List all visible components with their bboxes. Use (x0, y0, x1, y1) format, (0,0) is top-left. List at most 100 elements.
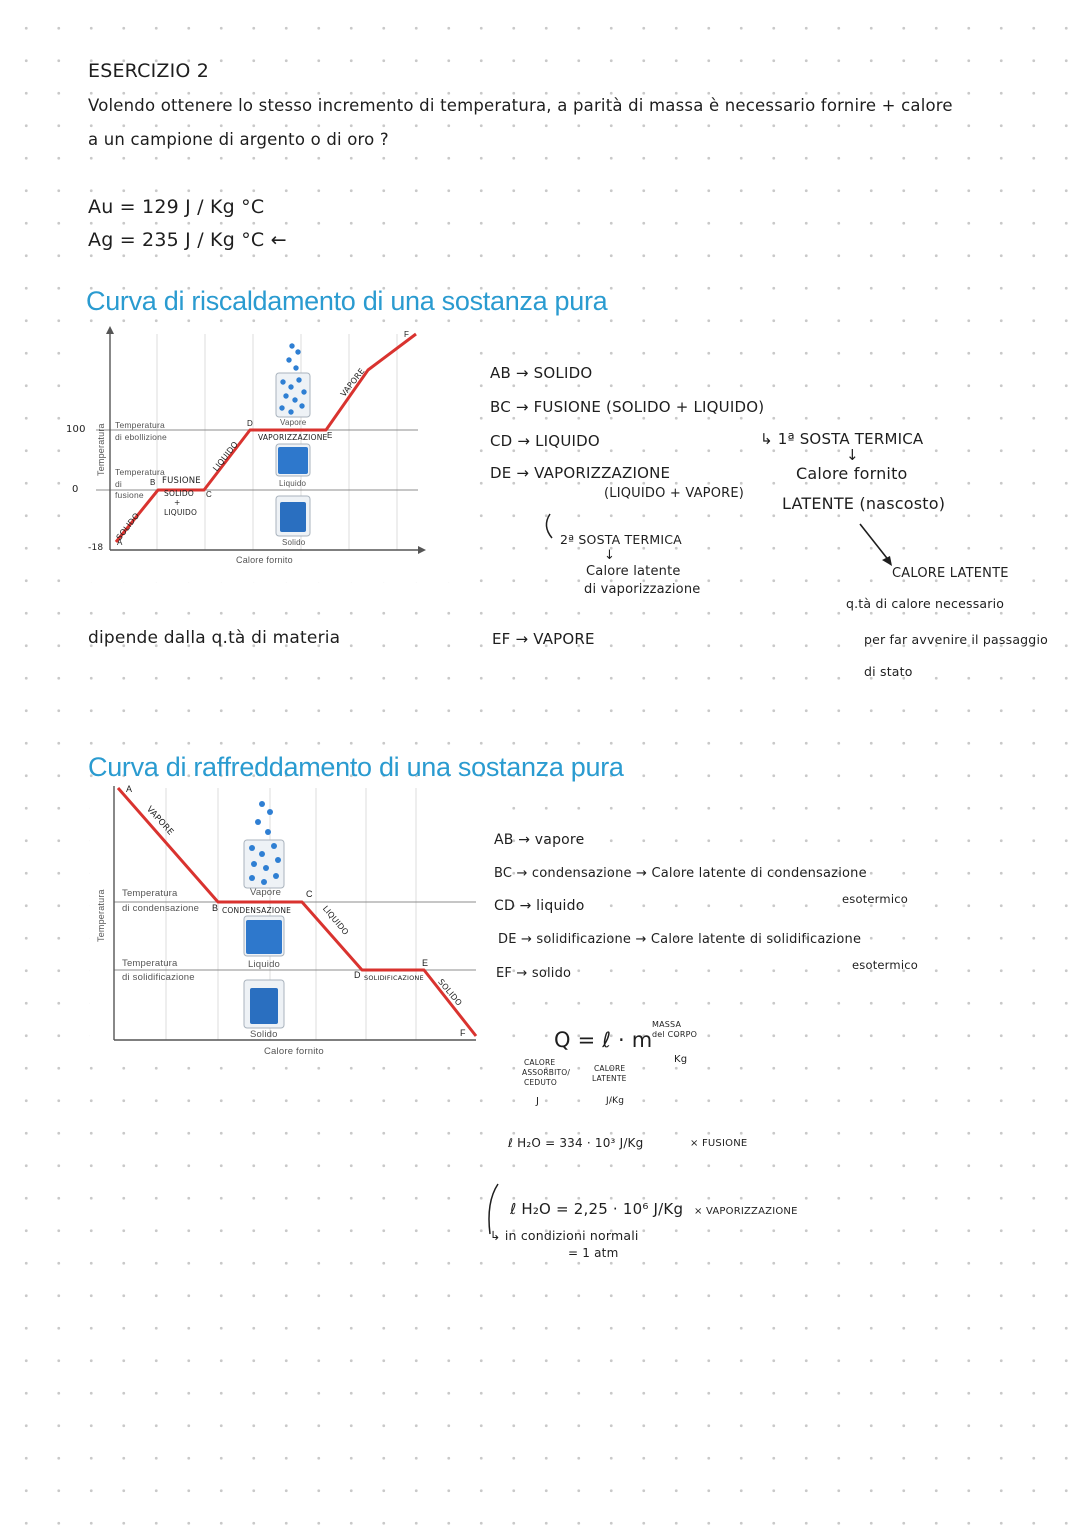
cooling-x-axis-label: Calore fornito (264, 1046, 324, 1057)
cooling-note-de-eso: esotermico (852, 958, 918, 972)
cooling-y-axis-label: Temperatura (96, 889, 106, 942)
cooling-point-f: F (460, 1028, 466, 1038)
cooling-note-ef: EF → solido (496, 966, 572, 981)
heating-melt-label-2: di (115, 479, 123, 489)
cooling-seg-condensazione: CONDENSAZIONE (222, 906, 292, 915)
heating-boil-label-2: di ebollizione (115, 432, 167, 442)
heating-seg-fusione-sub2: + (174, 498, 181, 507)
heating-note-latente: LATENTE (nascosto) (782, 494, 946, 513)
heating-x-axis-label: Calore fornito (236, 555, 293, 565)
exercise-question-line2: a un campione di argento o di oro ? (88, 130, 389, 149)
beaker-vapore-icon (275, 343, 311, 418)
heating-note-ab: AB → SOLIDO (490, 364, 593, 382)
formula-massa-1: MASSA (652, 1020, 682, 1029)
formula-vaporizzazione-value: ℓ H₂O = 2,25 · 10⁶ J/Kg (510, 1200, 684, 1218)
heating-seg-vaporizzazione: VAPORIZZAZIONE (258, 433, 328, 442)
heating-note-sosta2: 2ª SOSTA TERMICA (560, 532, 682, 547)
heating-note-qta-1: q.tà di calore necessario (846, 596, 1005, 611)
cooling-beaker-vapore-icon (243, 801, 285, 889)
heating-note-arrow2: ↓ (604, 548, 616, 563)
heating-beaker-liquido-label: Liquido (279, 479, 307, 488)
heating-note-qta-2: per far avvenire il passaggio (864, 632, 1048, 647)
cooling-curve-title: Curva di raffreddamento di una sostanza … (88, 752, 624, 782)
heating-point-c: C (206, 490, 212, 499)
heating-note-qta-3: di stato (864, 664, 913, 679)
heating-y-axis-label: Temperatura (96, 423, 106, 476)
formula-condizioni-2: = 1 atm (568, 1246, 619, 1260)
formula-main: Q = ℓ · m (554, 1028, 653, 1052)
heating-note-cd: CD → LIQUIDO (490, 432, 600, 450)
heating-note-diagonal-arrow (859, 523, 892, 566)
cooling-beaker-liquido-icon (243, 915, 285, 957)
cooling-beaker-liquido-label: Liquido (248, 959, 281, 970)
heating-note-dipende: dipende dalla q.tà di materia (88, 628, 341, 648)
cooling-note-de: DE → solidificazione → Calore latente di… (498, 932, 862, 947)
formula-j: J (536, 1096, 540, 1107)
cooling-point-c: C (306, 889, 313, 899)
beaker-solido-icon (275, 495, 311, 537)
cooling-note-bc-eso: esotermico (842, 892, 908, 906)
heating-tick-100: 100 (66, 424, 86, 435)
cooling-beaker-vapore-label: Vapore (250, 887, 282, 898)
heating-seg-fusione-sub1: SOLIDO (164, 489, 194, 498)
cooling-cond-label-1: Temperatura (122, 888, 178, 899)
cooling-sol-label-2: di solidificazione (122, 972, 195, 983)
heating-note-ef: EF → VAPORE (492, 630, 595, 648)
cooling-sol-label-1: Temperatura (122, 958, 178, 969)
cooling-point-b: B (212, 903, 219, 913)
heating-note-latente-vap-1: Calore latente (586, 564, 681, 579)
exercise-question-line1: Volendo ottenere lo stesso incremento di… (88, 96, 953, 115)
heating-note-bc: BC → FUSIONE (SOLIDO + LIQUIDO) (490, 398, 765, 416)
heating-point-f: F (404, 330, 410, 339)
formula-fusione-note: × FUSIONE (690, 1138, 748, 1149)
formula-latente-1: CALORE (594, 1064, 626, 1073)
silver-specific-heat: Ag = 235 J / Kg °C ← (88, 229, 287, 251)
cooling-point-a: A (126, 784, 133, 794)
heating-point-b: B (150, 478, 156, 487)
formula-calore-1: CALORE (524, 1058, 556, 1067)
heating-tick-minus18: -18 (88, 543, 104, 553)
formula-jkg: J/Kg (606, 1096, 625, 1106)
heating-point-d: D (247, 419, 253, 428)
cooling-point-d: D (354, 970, 361, 980)
cooling-beaker-solido-label: Solido (250, 1029, 278, 1040)
heating-boil-label-1: Temperatura (115, 420, 165, 430)
heating-point-a: A (117, 538, 123, 547)
formula-kg: Kg (674, 1054, 688, 1065)
cooling-cond-label-2: di condensazione (122, 903, 200, 914)
formula-condizioni-1: ↳ in condizioni normali (490, 1228, 639, 1243)
heating-beaker-vapore-label: Vapore (280, 418, 307, 427)
heating-note-de: DE → VAPORIZZAZIONE (490, 464, 671, 482)
heating-melt-label-1: Temperatura (115, 467, 165, 477)
formula-calore-3: CEDUTO (524, 1078, 557, 1087)
heating-note-calore-fornito: Calore fornito (796, 464, 908, 483)
heating-beaker-solido-label: Solido (282, 538, 306, 547)
cooling-note-ab: AB → vapore (494, 832, 585, 848)
formula-latente-2: LATENTE (592, 1074, 627, 1083)
cooling-note-bc: BC → condensazione → Calore latente di c… (494, 866, 867, 881)
heating-note-latente-vap-2: di vaporizzazione (584, 582, 701, 597)
beaker-liquido-icon (275, 443, 311, 477)
heating-note-calore-latente-caps: CALORE LATENTE (892, 566, 1009, 581)
heating-melt-label-3: fusione (115, 490, 144, 500)
heating-note-sosta1: ↳ 1ª SOSTA TERMICA (760, 430, 924, 448)
cooling-note-cd: CD → liquido (494, 898, 585, 914)
heating-point-e: E (327, 431, 333, 440)
formula-bracket (488, 1183, 499, 1235)
formula-vaporizzazione-note: × VAPORIZZAZIONE (694, 1206, 798, 1217)
formula-fusione-value: ℓ H₂O = 334 · 10³ J/Kg (508, 1136, 644, 1150)
heating-seg-fusione: FUSIONE (162, 476, 201, 486)
cooling-beaker-solido-icon (243, 979, 285, 1029)
cooling-point-e: E (422, 958, 429, 968)
heating-note-bracket (545, 513, 553, 539)
heating-curve-figure: Temperatura Calore fornito Temperatura d… (86, 326, 462, 582)
cooling-curve-figure: Temperatura Calore fornito Temperatura d… (90, 782, 494, 1066)
heating-note-arrow1: ↓ (846, 446, 859, 464)
heating-note-de-sub: (LIQUIDO + VAPORE) (604, 486, 745, 501)
exercise-heading: ESERCIZIO 2 (88, 60, 210, 82)
cooling-seg-solidificazione: SOLIDIFICAZIONE (364, 974, 424, 982)
formula-calore-2: ASSORBITO/ (522, 1068, 571, 1077)
heating-tick-0: 0 (72, 484, 79, 495)
gold-specific-heat: Au = 129 J / Kg °C (88, 196, 265, 218)
cooling-curve-chart (113, 786, 478, 1041)
